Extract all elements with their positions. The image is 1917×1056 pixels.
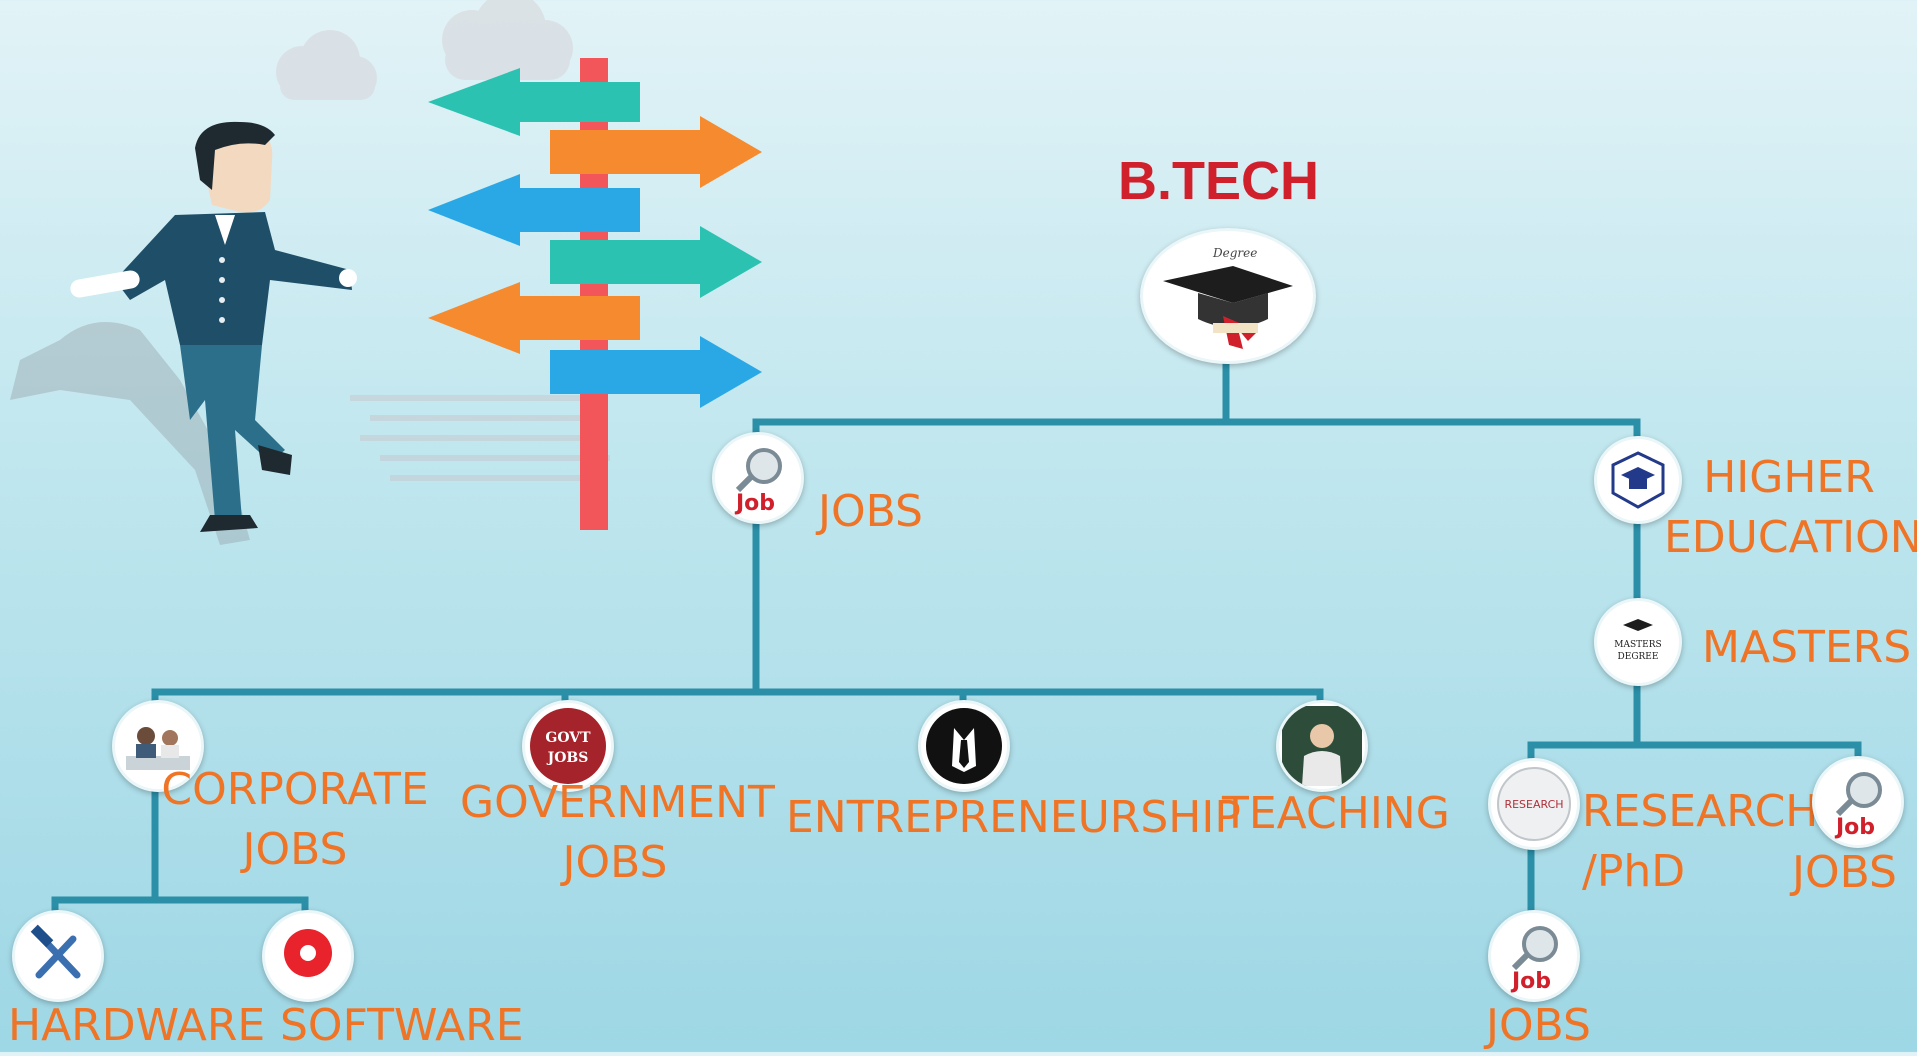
government-jobs-node: GOVT JOBS [522,700,614,792]
masters-degree-icon: MASTERS DEGREE [1614,619,1662,662]
masters-jobs-label: JOBS [1792,847,1897,898]
businessman-icon [70,121,357,532]
signpost-icon [428,58,762,530]
svg-text:DEGREE: DEGREE [1618,652,1659,662]
illustration [10,0,762,545]
job-search-icon: Job [734,448,782,516]
suit-tie-icon [926,708,1002,784]
shadow-shape [10,322,250,545]
svg-text:MASTERS: MASTERS [1614,640,1661,650]
cloud-icon [442,0,573,80]
government-jobs-line-2: JOBS [562,837,668,888]
corporate-jobs-line-2: JOBS [242,824,348,875]
corporate-jobs-line-1: CORPORATE [161,764,429,815]
research-node: RESEARCH [1488,758,1580,850]
jobs-node: Job [712,432,804,524]
speed-lines [350,395,610,481]
teaching-label: TEACHING [1222,788,1450,839]
svg-text:GOVT: GOVT [545,730,591,746]
svg-text:Job: Job [1510,969,1551,994]
office-team-icon [126,727,190,770]
higher-education-label: HIGHER EDUCATION [1664,448,1917,568]
svg-text:RESEARCH: RESEARCH [1504,798,1563,811]
software-node [262,910,354,1002]
degree-node: Degree [1140,228,1316,364]
masters-jobs-node: Job [1812,756,1904,848]
job-search-icon: Job [1510,926,1558,994]
software-label: SOFTWARE [280,1000,524,1051]
degree-icon-text: Degree [1212,246,1257,260]
govt-jobs-badge-icon: GOVT JOBS [530,708,606,784]
masters-node: MASTERS DEGREE [1594,598,1682,686]
corporate-jobs-label: CORPORATE JOBS [160,760,430,880]
teaching-node [1276,700,1368,792]
graduation-cap-icon: Degree [1163,246,1293,349]
hardware-label: HARDWARE [8,1000,266,1051]
research-phd-line-2: /PhD [1582,846,1686,897]
jobs-label: JOBS [818,486,923,537]
svg-text:JOBS: JOBS [546,750,589,766]
higher-education-node [1594,436,1682,524]
masters-label: MASTERS [1702,622,1912,673]
university-logo-icon [1611,451,1665,509]
teacher-icon [1282,706,1362,786]
cloud-icon [276,30,377,100]
government-jobs-label: GOVERNMENT JOBS [460,773,775,893]
software-disc-icon [284,929,332,977]
svg-text:Job: Job [734,491,775,516]
corporate-jobs-node [112,700,204,792]
entrepreneurship-node [918,700,1010,792]
higher-education-line-2: EDUCATION [1664,512,1917,563]
job-search-icon: Job [1834,772,1882,840]
research-wordcloud-icon: RESEARCH [1497,767,1571,841]
research-jobs-label: JOBS [1486,1000,1591,1051]
research-phd-line-1: RESEARCH [1582,786,1819,837]
research-phd-label: RESEARCH /PhD [1582,782,1818,902]
research-jobs-node: Job [1488,910,1580,1002]
hardware-node [12,910,104,1002]
hammer-wrench-icon [30,924,81,979]
entrepreneurship-label: ENTREPRENEURSHIP [786,792,1241,843]
root-title: B.TECH [1118,151,1319,211]
government-jobs-line-1: GOVERNMENT [460,777,775,828]
svg-text:Job: Job [1834,815,1875,840]
higher-education-line-1: HIGHER [1703,452,1875,503]
